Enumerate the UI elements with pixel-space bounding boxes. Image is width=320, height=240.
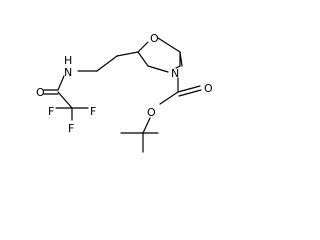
bond-layer <box>43 37 202 153</box>
chemical-structure: O N H N O F F F O O <box>36 32 213 153</box>
bond-ring-c2-o <box>137 41 149 53</box>
amide-hydrogen-label: H <box>64 54 72 67</box>
atom-amide-nitrogen: H N <box>64 54 72 79</box>
atom-ring-nitrogen: N <box>171 67 179 80</box>
atom-carbamate-ester-oxygen: O <box>147 106 156 119</box>
atom-ring-oxygen: O <box>150 32 159 45</box>
bond-ring-c3-n <box>147 65 169 73</box>
fluorine-3-label: F <box>68 122 74 135</box>
atom-amide-oxygen: O <box>36 86 45 99</box>
fluorine-1-label: F <box>90 105 96 118</box>
ring-oxygen-label: O <box>150 32 159 45</box>
bond-ring-c2-c3 <box>137 51 149 67</box>
ring-nitrogen-label: N <box>171 67 179 80</box>
amide-nitrogen-label: N <box>64 66 72 79</box>
bond-c2-ch2 <box>116 51 139 57</box>
bond-boc-c-o <box>159 91 179 105</box>
bond-ring-o-c <box>157 37 181 53</box>
atom-layer: O N H N O F F F O O <box>36 32 213 135</box>
carbamate-ester-oxygen-label: O <box>147 106 156 119</box>
atom-fluorine-2: F <box>48 105 54 118</box>
atom-carbamate-carbonyl-oxygen: O <box>204 82 213 95</box>
atom-fluorine-3: F <box>68 122 74 135</box>
atom-fluorine-1: F <box>90 105 96 118</box>
bond-boc-co-2 <box>178 89 202 97</box>
bond-boc-o-tbu <box>142 117 151 134</box>
bond-nh-carbonyl <box>57 75 65 91</box>
bond-boc-co-1 <box>177 85 201 93</box>
bond-ch2-ch2 <box>96 55 118 72</box>
bond-ring-n-c5 <box>175 65 181 69</box>
amide-oxygen-label: O <box>36 86 45 99</box>
bond-carbonyl-cf3 <box>57 91 73 109</box>
fluorine-2-label: F <box>48 105 54 118</box>
carbamate-carbonyl-oxygen-label: O <box>204 82 213 95</box>
bond-ring-c5-c6 <box>179 51 183 67</box>
